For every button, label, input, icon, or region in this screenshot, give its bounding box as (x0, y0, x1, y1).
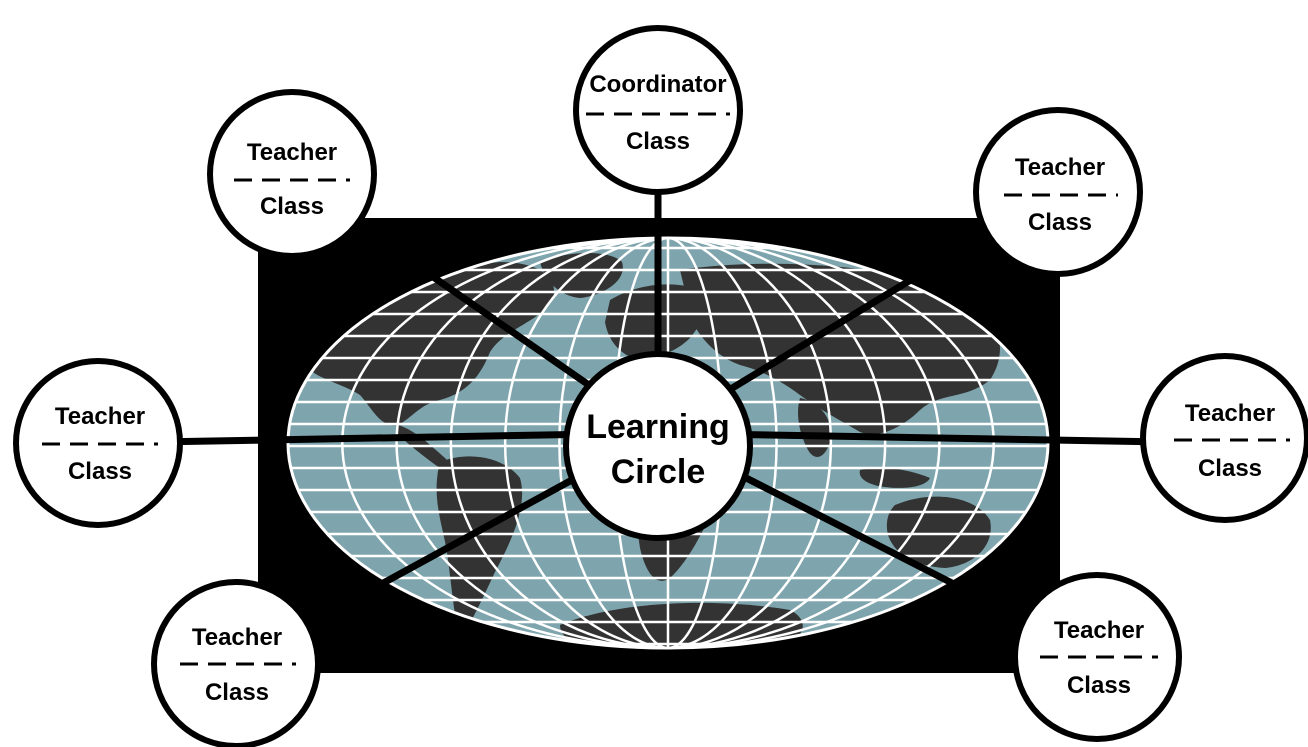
node-teacher-mid-right: Teacher Class (1140, 353, 1308, 523)
node-teacher-top-left: Teacher Class (207, 89, 377, 259)
node-group-label: Class (1198, 455, 1262, 482)
graticule-meridian (449, 238, 887, 648)
node-circle (1140, 353, 1308, 523)
node-coordinator: Coordinator Class (573, 25, 743, 195)
connector-teacher-mid-right (657, 429, 1226, 447)
graticule-meridian (558, 238, 778, 648)
node-group-label: Class (205, 679, 269, 706)
graticule-meridian (395, 238, 941, 648)
node-role-label: Teacher (1015, 154, 1105, 181)
hub-label-line1: Learning (586, 408, 730, 446)
node-role-label: Teacher (1185, 400, 1275, 427)
node-role-label: Teacher (192, 624, 282, 651)
node-teacher-top-right: Teacher Class (973, 107, 1143, 277)
node-group-label: Class (626, 128, 690, 155)
node-role-label: Teacher (247, 139, 337, 166)
node-group-label: Class (260, 193, 324, 220)
node-group-label: Class (1067, 672, 1131, 699)
hub-node: Learning Circle (563, 351, 753, 541)
hub-label-line2: Circle (611, 453, 706, 491)
node-group-label: Class (68, 458, 132, 485)
node-role-label: Teacher (55, 403, 145, 430)
node-circle (573, 25, 743, 195)
node-circle (973, 107, 1143, 277)
node-teacher-bottom-left: Teacher Class (151, 579, 321, 747)
node-circle (207, 89, 377, 259)
node-role-label: Teacher (1054, 617, 1144, 644)
node-group-label: Class (1028, 209, 1092, 236)
hub-circle (563, 351, 753, 541)
graticule-meridian (503, 238, 833, 648)
node-teacher-bottom-right: Teacher Class (1012, 572, 1182, 742)
node-teacher-mid-left: Teacher Class (13, 358, 183, 528)
node-role-label: Coordinator (589, 71, 726, 98)
graticule-meridian (341, 238, 995, 648)
